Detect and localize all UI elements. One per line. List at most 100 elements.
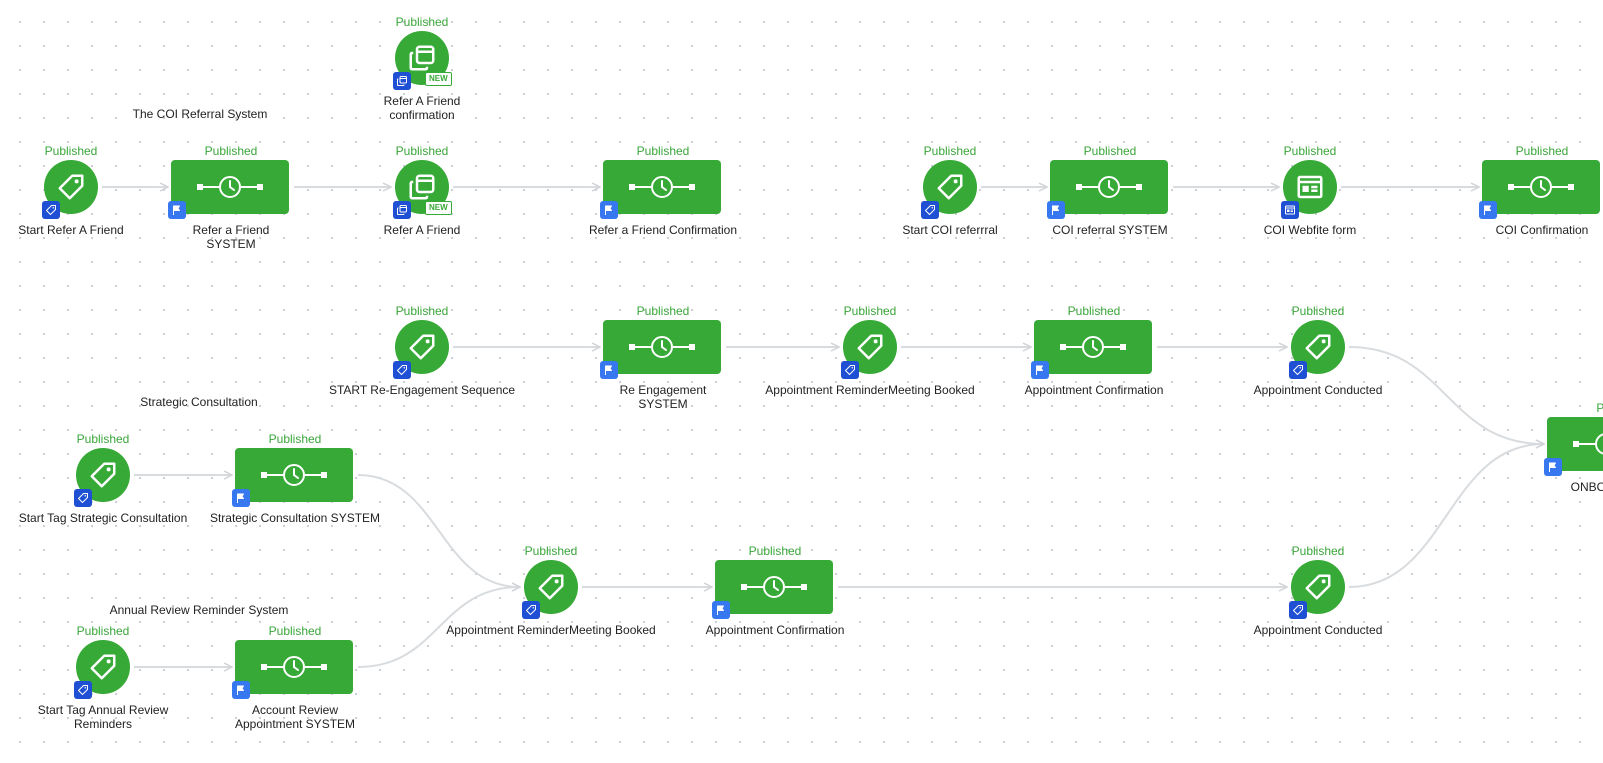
- status-badge: Published: [748, 544, 802, 558]
- workflow-node-appointment-conducted-2[interactable]: Published Appointment Conducted: [1198, 544, 1438, 654]
- action-node-box[interactable]: [715, 560, 833, 614]
- node-label: Refer A Friend: [302, 223, 542, 237]
- node-label-line: Refer a Friend: [192, 223, 270, 237]
- badge-tag-icon: [1289, 601, 1307, 619]
- tag-icon: [935, 172, 965, 202]
- badge-flag-icon: [600, 361, 618, 379]
- new-badge: NEW: [425, 72, 452, 86]
- workflow-node-appointment-reminder-booked-1[interactable]: Published Appointment ReminderMeeting Bo…: [750, 304, 990, 414]
- badge-flag-icon: [712, 601, 730, 619]
- tag-icon: [536, 572, 566, 602]
- status-badge: Published: [636, 144, 690, 158]
- badge-copy-icon: [393, 201, 411, 219]
- timer-icon: [260, 654, 328, 680]
- workflow-node-refer-a-friend-confirmation[interactable]: Published Refer a Friend Confirmation: [543, 144, 783, 254]
- workflow-node-start-tag-strategic-consultation[interactable]: Published Start Tag Strategic Consultati…: [0, 432, 223, 542]
- badge-flag-icon: [1544, 458, 1562, 476]
- action-node-box[interactable]: [235, 640, 353, 694]
- badge-tag-icon: [921, 201, 939, 219]
- trigger-node-circle[interactable]: [44, 160, 98, 214]
- workflow-node-start-coi-referral[interactable]: Published Start COI referrral: [830, 144, 1070, 254]
- copy-icon: [407, 43, 437, 73]
- status-badge: Published: [1291, 544, 1345, 558]
- workflow-node-coi-confirmation[interactable]: Published COI Confirmation: [1422, 144, 1603, 254]
- badge-flag-icon: [232, 489, 250, 507]
- node-label-line: Appointment SYSTEM: [234, 717, 356, 731]
- badge-tag-icon: [74, 489, 92, 507]
- badge-tag-icon: [74, 681, 92, 699]
- workflow-node-appointment-reminder-booked-2[interactable]: Published Appointment ReminderMeeting Bo…: [431, 544, 671, 654]
- connector-account-review-appointment-system-to-appointment-reminder-booked-2: [357, 587, 520, 668]
- action-node-box[interactable]: [1034, 320, 1152, 374]
- status-badge: Published: [395, 304, 449, 318]
- node-label-line: START Re-Engagement Sequence: [328, 383, 516, 397]
- tag-icon: [56, 172, 86, 202]
- workflow-node-appointment-confirmation-2[interactable]: Published Appointment Confirmation: [655, 544, 895, 654]
- timer-icon: [628, 334, 696, 360]
- node-label: COI Confirmation: [1422, 223, 1603, 237]
- node-label: Refer a Friend Confirmation: [543, 223, 783, 237]
- trigger-node-circle[interactable]: [1283, 160, 1337, 214]
- action-node-box[interactable]: [1482, 160, 1600, 214]
- tag-icon: [1303, 572, 1333, 602]
- workflow-node-appointment-confirmation-1[interactable]: Published Appointment Confirmation: [974, 304, 1214, 414]
- workflow-node-start-refer-a-friend[interactable]: Published Start Refer A Friend: [0, 144, 191, 254]
- workflow-node-strategic-consultation-system[interactable]: Published Strategic Consultation SYSTEM: [175, 432, 415, 542]
- timer-icon: [1507, 174, 1575, 200]
- node-label: Start COI referrral: [830, 223, 1070, 237]
- tag-icon: [88, 652, 118, 682]
- action-node-box[interactable]: [235, 448, 353, 502]
- node-label-line: confirmation: [389, 108, 455, 122]
- status-badge: Published: [268, 624, 322, 638]
- node-label: COI Webfite form: [1190, 223, 1430, 237]
- status-badge: Published: [395, 144, 449, 158]
- workflow-node-coi-referral-system-node[interactable]: Published COI referral SYSTEM: [990, 144, 1230, 254]
- status-badge: Published: [1083, 144, 1137, 158]
- workflow-node-onboarding[interactable]: Pub ONBOARDIN: [1487, 401, 1603, 511]
- trigger-node-circle[interactable]: [76, 448, 130, 502]
- status-badge: Pub: [1596, 401, 1603, 415]
- node-label: START Re-Engagement Sequence: [302, 383, 542, 397]
- action-node-box[interactable]: [171, 160, 289, 214]
- node-label-line: SYSTEM: [638, 397, 688, 411]
- tag-icon: [1303, 332, 1333, 362]
- node-label-line: Strategic Consultation SYSTEM: [209, 511, 381, 525]
- connector-appointment-conducted-2-to-onboarding: [1348, 444, 1544, 588]
- node-label-line: Start Tag Annual Review: [37, 703, 169, 717]
- node-label-line: Appointment ReminderMeeting Booked: [446, 623, 656, 637]
- timer-icon: [196, 174, 264, 200]
- badge-tag-icon: [42, 201, 60, 219]
- action-node-box[interactable]: [603, 320, 721, 374]
- badge-tag-icon: [522, 601, 540, 619]
- node-label-line: SYSTEM: [206, 237, 256, 251]
- action-node-box[interactable]: [603, 160, 721, 214]
- status-badge: Published: [843, 304, 897, 318]
- workflow-node-coi-webfite-form[interactable]: Published COI Webfite form: [1190, 144, 1430, 254]
- workflow-node-start-re-engagement[interactable]: Published START Re-Engagement Sequence: [302, 304, 542, 414]
- badge-flag-icon: [1479, 201, 1497, 219]
- node-label-line: Appointment Confirmation: [705, 623, 845, 637]
- status-badge: Published: [76, 624, 130, 638]
- node-label-line: Start COI referrral: [902, 223, 998, 237]
- node-label-line: Reminders: [73, 717, 133, 731]
- node-label: ONBOARDIN: [1487, 480, 1603, 494]
- copy-icon: [407, 172, 437, 202]
- status-badge: Published: [395, 15, 449, 29]
- action-node-box[interactable]: [1050, 160, 1168, 214]
- badge-flag-icon: [600, 201, 618, 219]
- badge-copy-icon: [393, 72, 411, 90]
- node-label: Appointment Conducted: [1198, 623, 1438, 637]
- status-badge: Published: [636, 304, 690, 318]
- workflow-node-appointment-conducted-1[interactable]: Published Appointment Conducted: [1198, 304, 1438, 414]
